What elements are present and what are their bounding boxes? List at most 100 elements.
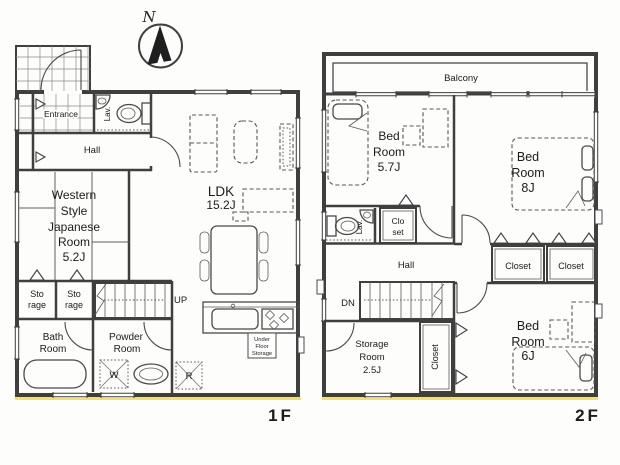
toilet-2f bbox=[326, 209, 374, 241]
toilet-bowl-inner bbox=[340, 220, 356, 232]
floor1-door-triangles bbox=[28, 98, 86, 281]
storage-room-label: Storage bbox=[355, 339, 388, 350]
coffee-table bbox=[233, 120, 258, 164]
floor1-windows bbox=[14, 89, 301, 398]
corner-basin-bowl-2f bbox=[363, 211, 371, 219]
floor1-caption: 1F bbox=[268, 406, 294, 425]
closet-vertical-box bbox=[419, 321, 453, 393]
corner-basin-1f bbox=[95, 94, 111, 110]
closet-outer bbox=[419, 321, 453, 393]
under-floor-label: Floor bbox=[255, 344, 268, 350]
bedroom-57-size: 5.7J bbox=[378, 160, 401, 174]
kitchen-sink bbox=[211, 308, 259, 330]
chair bbox=[258, 231, 269, 254]
sink-outer bbox=[133, 363, 169, 385]
stairs-2f-box bbox=[359, 281, 455, 320]
stairs-2f bbox=[359, 281, 455, 320]
closet-vertical-label: Closet bbox=[430, 344, 440, 370]
chair bbox=[199, 259, 210, 282]
desk bbox=[422, 108, 449, 148]
blanket-fold bbox=[565, 190, 586, 209]
western-room-size: 5.2J bbox=[63, 250, 86, 264]
sink-inner bbox=[139, 367, 163, 381]
stairs-2f-breakline bbox=[431, 283, 445, 317]
closet-outer bbox=[546, 245, 597, 283]
fridge-label: R bbox=[186, 371, 193, 382]
closet-small-label: Clo bbox=[392, 216, 405, 226]
bedroom-57-furniture bbox=[327, 99, 449, 186]
closet-small-label: set bbox=[392, 227, 404, 237]
storage-room-size: 2.5J bbox=[363, 365, 381, 376]
pillow bbox=[332, 103, 363, 120]
fridge-box bbox=[175, 361, 203, 390]
floor2-caption: 2F bbox=[575, 406, 601, 425]
compass-circle bbox=[138, 23, 183, 69]
bath-room-label: Room bbox=[40, 344, 67, 355]
storage-right-label: Sto bbox=[67, 289, 81, 299]
compass-needle-icon bbox=[147, 25, 172, 65]
storage-room-label: Room bbox=[359, 352, 384, 363]
lav-label-1f: Lav. bbox=[103, 107, 112, 122]
entrance-label: Entrance bbox=[44, 109, 78, 119]
bathtub bbox=[23, 359, 87, 389]
under-floor-label: Storage bbox=[252, 351, 272, 357]
ldk-cabinet bbox=[242, 188, 294, 213]
stairwell-side-vent bbox=[316, 279, 325, 295]
compass-needle-notch bbox=[157, 53, 164, 64]
toilet-tank bbox=[326, 215, 337, 237]
corner-basin-2f bbox=[359, 209, 374, 224]
desk bbox=[571, 301, 596, 343]
lav-label-2f: Lav. bbox=[355, 220, 364, 235]
closet-small-box bbox=[379, 207, 417, 244]
dining-table bbox=[210, 225, 258, 295]
floor1-plan: Entrance Lav. Hall Western Style Japanes… bbox=[14, 45, 305, 425]
closet-inner bbox=[494, 248, 542, 280]
western-room-label: Japanese bbox=[48, 220, 100, 234]
stove bbox=[261, 308, 294, 330]
tv-board bbox=[279, 123, 294, 171]
bedroom-6-size: 6J bbox=[521, 349, 534, 363]
closet-inner bbox=[422, 324, 450, 390]
pillow bbox=[579, 354, 593, 382]
closet-b-box bbox=[546, 245, 597, 283]
toilet-bowl bbox=[116, 103, 142, 124]
ldk-label: LDK bbox=[208, 184, 234, 199]
kitchen bbox=[202, 301, 300, 359]
closet-a-box bbox=[491, 245, 545, 283]
chair bbox=[258, 259, 269, 282]
single-bed bbox=[512, 346, 595, 391]
stairs-dn-label: DN bbox=[341, 298, 355, 309]
stairs-1f-box bbox=[94, 282, 173, 319]
stove-burners bbox=[264, 309, 290, 331]
bedroom-6-furniture bbox=[512, 301, 596, 391]
corner-basin-bowl-1f bbox=[97, 97, 107, 105]
bedroom-8-furniture bbox=[511, 137, 595, 211]
entrance-door-arc bbox=[40, 49, 82, 91]
dining-set bbox=[199, 225, 269, 295]
stairs-1f bbox=[94, 282, 173, 319]
western-room-label: Room bbox=[58, 235, 90, 249]
blanket-fold bbox=[565, 349, 587, 368]
compass: N bbox=[138, 8, 183, 69]
compass-north-label: N bbox=[141, 8, 156, 26]
closet-inner bbox=[549, 248, 594, 280]
storage-left-label: rage bbox=[28, 300, 46, 310]
bedroom-6-label: Room bbox=[511, 335, 544, 349]
bedroom-8-size: 8J bbox=[521, 181, 534, 195]
washer-box bbox=[99, 359, 129, 389]
western-room-label: Style bbox=[61, 204, 88, 218]
pillow bbox=[581, 145, 594, 171]
toilet-bowl bbox=[334, 216, 360, 236]
washer-x bbox=[99, 359, 129, 389]
pillow bbox=[581, 176, 594, 202]
tatami-lines bbox=[19, 172, 129, 280]
closet-outer bbox=[491, 245, 545, 283]
powder-room-label: Room bbox=[114, 344, 141, 355]
closet-b-label: Closet bbox=[558, 261, 584, 271]
powder-room-label: Powder bbox=[109, 332, 144, 343]
stairs-up-label: UP bbox=[174, 295, 187, 306]
toilet-tank bbox=[141, 102, 152, 125]
bedroom-6-label: Bed bbox=[517, 319, 539, 333]
bedroom6-side-vent bbox=[594, 303, 603, 319]
